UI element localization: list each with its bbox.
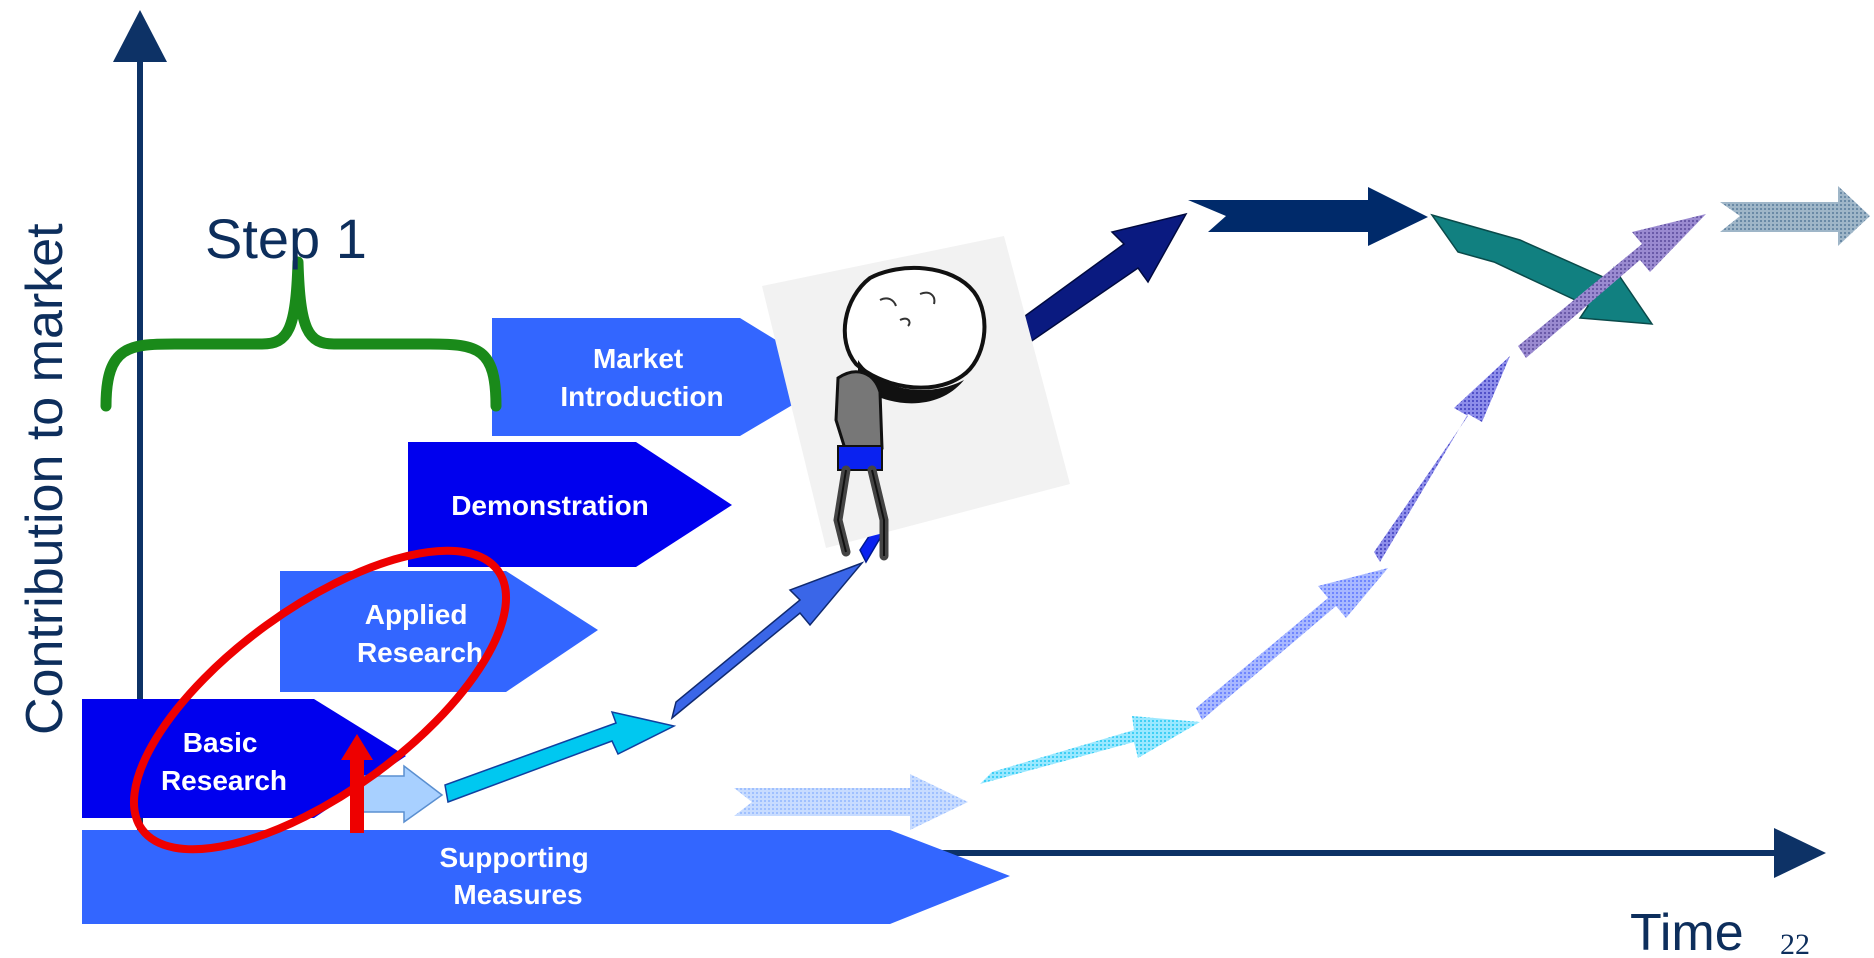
applied-research-label-2: Research (357, 637, 483, 668)
market-introduction-label-1: Market (593, 343, 683, 374)
y-axis-label: Contribution to market (16, 223, 74, 735)
faded-blue-arrow-1 (1196, 568, 1388, 720)
light-blue-small-arrow (359, 764, 444, 824)
y-axis-arrowhead-icon (113, 10, 167, 62)
applied-research-label-1: Applied (365, 599, 468, 630)
stage-market-introduction: Market Introduction (492, 318, 838, 436)
basic-research-label-1: Basic (183, 727, 258, 758)
faded-slate-arrow (1720, 186, 1870, 246)
step-1-label: Step 1 (205, 207, 367, 270)
growth-arrows-faded (734, 186, 1870, 830)
faded-purple-arrow (1518, 214, 1706, 358)
demonstration-label: Demonstration (451, 490, 649, 521)
basic-research-label-2: Research (161, 765, 287, 796)
navy-arrow-2 (1188, 187, 1428, 246)
basic-applied-highlight-ellipse (129, 546, 511, 854)
svg-text:Basic Research: Basic Research (161, 727, 287, 796)
stage-demonstration: Demonstration (408, 442, 732, 567)
supporting-measures-label-1: Supporting (439, 842, 588, 873)
stage-supporting-measures: Supporting Measures (82, 830, 1010, 924)
cyan-arrow (444, 710, 677, 804)
x-axis-arrowhead-icon (1774, 828, 1826, 878)
supporting-measures-label-2: Measures (453, 879, 582, 910)
faded-blue-arrow-2 (1374, 356, 1510, 562)
x-axis-label: Time (1630, 904, 1744, 958)
svg-text:Market Introduction: Market Introduction (560, 343, 723, 412)
boulder-pusher-icon (762, 236, 1070, 561)
stage-applied-research: Applied Research (280, 571, 598, 692)
slide-number: 22 (1780, 928, 1810, 958)
svg-text:Supporting Measures: Supporting Measures (439, 842, 596, 910)
x-axis (930, 828, 1826, 878)
faded-cyan-arrow (980, 716, 1200, 784)
faded-sky-arrow (734, 774, 968, 830)
royal-blue-arrow-1 (670, 561, 865, 721)
market-introduction-label-2: Introduction (560, 381, 723, 412)
svg-text:Applied Research: Applied Research (357, 599, 483, 668)
red-up-arrow (341, 734, 373, 833)
step-1-bracket (100, 256, 502, 412)
